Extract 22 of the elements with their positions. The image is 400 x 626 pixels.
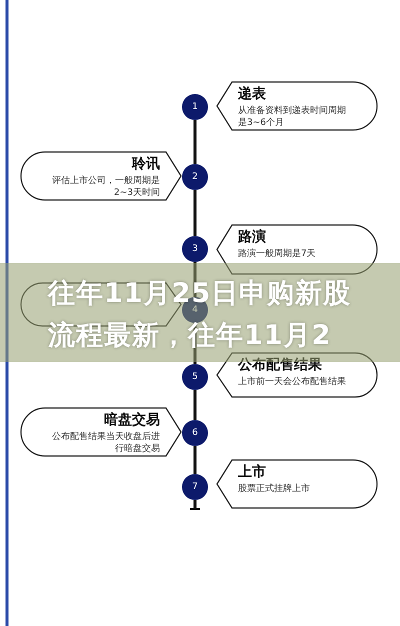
step-circle: 1	[182, 94, 208, 120]
step-circle: 7	[182, 474, 208, 500]
step-title: 上市	[238, 463, 266, 481]
step-circle: 2	[182, 164, 208, 190]
step-circle: 6	[182, 420, 208, 446]
step-title: 暗盘交易	[104, 411, 160, 429]
step-description: 上市前一天会公布配售结果	[238, 376, 347, 388]
step-description: 评估上市公司，一般周期是2~3天时间	[51, 175, 160, 199]
timeline-line	[194, 190, 196, 236]
step-title: 聆讯	[132, 155, 160, 173]
step-description: 公布配售结果当天收盘后进行暗盘交易	[51, 431, 160, 455]
timeline-line	[194, 446, 196, 474]
timeline-line	[194, 120, 196, 164]
step-description: 股票正式挂牌上市	[238, 483, 311, 495]
step-title: 公布配售结果	[238, 356, 322, 374]
step-title: 递表	[238, 85, 266, 103]
step-circle: 3	[182, 236, 208, 262]
timeline-line	[194, 390, 196, 420]
step-circle: 5	[182, 364, 208, 390]
step-title: 路演	[238, 228, 266, 246]
step-description: 路演一般周期是7天	[238, 248, 317, 260]
step-description: 从准备资料到递表时间周期是3~6个月	[238, 105, 347, 129]
